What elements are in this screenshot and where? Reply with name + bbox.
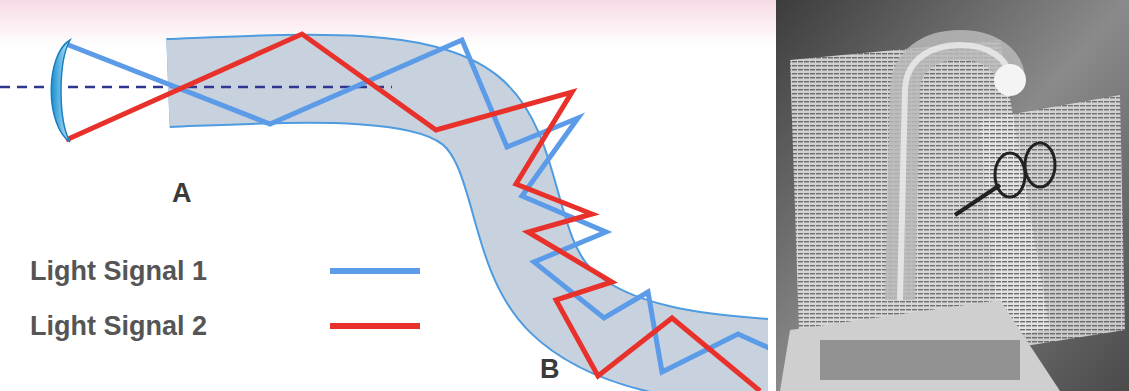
legend-line <box>330 323 420 329</box>
part-label: B <box>540 354 560 385</box>
photo <box>776 0 1129 391</box>
legend-text: Light Signal 2 <box>30 311 207 342</box>
legend-line <box>330 268 420 274</box>
legend-text: Light Signal 1 <box>30 256 207 287</box>
part-label: A <box>172 178 192 209</box>
lens <box>51 40 70 142</box>
